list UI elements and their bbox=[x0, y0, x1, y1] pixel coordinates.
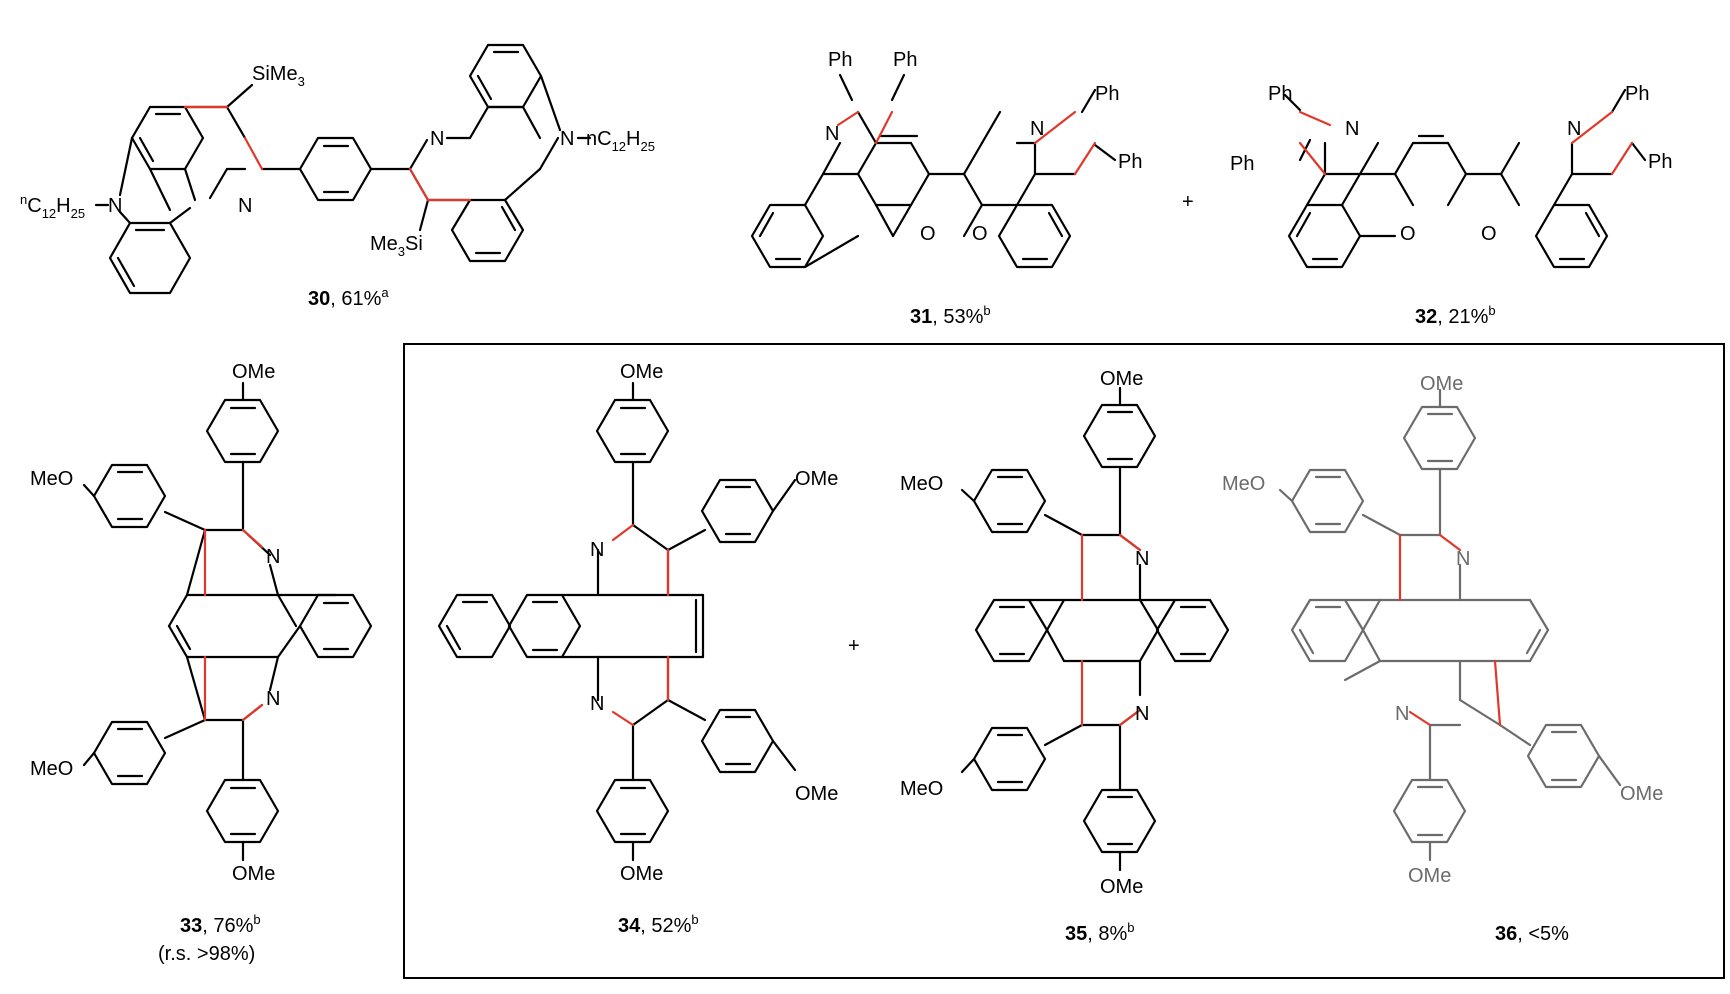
comparison-box bbox=[403, 343, 1725, 979]
atom-n-32a: N bbox=[1345, 118, 1359, 140]
caption-31: 31, 53%b bbox=[910, 303, 991, 328]
new-bonds-36 bbox=[1398, 533, 1502, 727]
atom-n-30b: N bbox=[108, 195, 122, 217]
atom-ph-32d: Ph bbox=[1648, 151, 1672, 173]
atom-ome-36c: OMe bbox=[1408, 865, 1451, 887]
atom-n-34a: N bbox=[590, 539, 604, 561]
atom-nc12h25-30a: nC12H25 bbox=[20, 192, 85, 221]
new-bonds-35 bbox=[1080, 533, 1142, 727]
atom-n-33a: N bbox=[266, 546, 280, 568]
structure-33: OMe MeO N N MeO OMe 33, 76%b (r.s. >98%) bbox=[30, 361, 373, 965]
atom-meo-35b: MeO bbox=[900, 778, 943, 800]
atom-sime3-30a: SiMe3 bbox=[252, 63, 305, 89]
bonds-35 bbox=[960, 386, 1230, 872]
plus-sign-box: + bbox=[848, 635, 860, 657]
new-bonds-31 bbox=[836, 110, 1097, 176]
structure-35: OMe MeO N N MeO OMe 35, 8%b bbox=[900, 368, 1230, 945]
atom-ome-35b: OMe bbox=[1100, 876, 1143, 898]
caption-35: 35, 8%b bbox=[1065, 920, 1135, 945]
atom-n-33b: N bbox=[266, 688, 280, 710]
atom-meo-33a: MeO bbox=[30, 468, 73, 490]
atom-ome-36a: OMe bbox=[1420, 373, 1463, 395]
atom-ome-34c: OMe bbox=[795, 783, 838, 805]
atom-ph-31b: Ph bbox=[893, 49, 917, 71]
structure-34: OMe OMe N N OMe OMe 34, 52%b bbox=[437, 361, 838, 937]
atom-ph-32a: Ph bbox=[1268, 83, 1292, 105]
plus-sign-top: + bbox=[1182, 191, 1194, 213]
structure-30: SiMe3 N N nC12H25 N N nC12H25 Me3Si 30, … bbox=[20, 43, 655, 310]
atom-n-30a: N bbox=[238, 195, 252, 217]
atom-o-32b: O bbox=[1481, 223, 1497, 245]
atom-n-31b: N bbox=[1030, 118, 1044, 140]
caption-30: 30, 61%a bbox=[308, 285, 389, 310]
bonds-32 bbox=[1283, 88, 1647, 269]
atom-ome-34d: OMe bbox=[620, 863, 663, 885]
atom-ph-31a: Ph bbox=[828, 49, 852, 71]
caption-32: 32, 21%b bbox=[1415, 303, 1496, 328]
atom-n-30c: N bbox=[430, 128, 444, 150]
caption-33-rs: (r.s. >98%) bbox=[158, 943, 255, 965]
atom-ph-31c: Ph bbox=[1095, 83, 1119, 105]
atom-n-34b: N bbox=[590, 693, 604, 715]
new-bonds-30 bbox=[183, 105, 472, 202]
caption-33: 33, 76%b bbox=[180, 912, 261, 937]
atom-ph-32c: Ph bbox=[1625, 83, 1649, 105]
atom-n-35a: N bbox=[1135, 548, 1149, 570]
structure-36: OMe MeO N N OMe OMe 36, <5% bbox=[1222, 373, 1663, 945]
atom-ph-31d: Ph bbox=[1118, 151, 1142, 173]
atom-o-32a: O bbox=[1400, 223, 1416, 245]
atom-ome-33a: OMe bbox=[232, 361, 275, 383]
atom-meo-36: MeO bbox=[1222, 473, 1265, 495]
new-bonds-34 bbox=[611, 523, 670, 727]
caption-34: 34, 52%b bbox=[618, 912, 699, 937]
atom-n-35b: N bbox=[1135, 703, 1149, 725]
bonds-30 bbox=[94, 43, 592, 295]
atom-ome-34a: OMe bbox=[620, 361, 663, 383]
atom-ph-32b: Ph bbox=[1230, 153, 1254, 175]
bonds-34 bbox=[437, 381, 797, 862]
bonds-31 bbox=[750, 73, 1117, 269]
structure-32: Ph N Ph O O N Ph Ph 32, 21%b bbox=[1230, 83, 1672, 328]
caption-36: 36, <5% bbox=[1495, 923, 1569, 945]
atom-o-31b: O bbox=[972, 223, 988, 245]
atom-n-31a: N bbox=[825, 123, 839, 145]
atom-meo-35a: MeO bbox=[900, 473, 943, 495]
atom-meo-33b: MeO bbox=[30, 758, 73, 780]
atom-ome-33b: OMe bbox=[232, 863, 275, 885]
atom-n-36a: N bbox=[1456, 548, 1470, 570]
new-bonds-33 bbox=[203, 528, 264, 722]
atom-ome-35a: OMe bbox=[1100, 368, 1143, 390]
atom-n-30d: N bbox=[560, 128, 574, 150]
structure-31: Ph Ph N N Ph Ph O O 31, 53%b bbox=[750, 49, 1142, 328]
atom-me3si-30: Me3Si bbox=[370, 233, 423, 259]
bonds-36 bbox=[1278, 388, 1622, 862]
atom-o-31a: O bbox=[920, 223, 936, 245]
atom-nc12h25-30b: nC12H25 bbox=[586, 128, 655, 154]
atom-ome-36b: OMe bbox=[1620, 783, 1663, 805]
atom-n-32b: N bbox=[1567, 118, 1581, 140]
atom-ome-34b: OMe bbox=[795, 468, 838, 490]
atom-n-36b: N bbox=[1395, 703, 1409, 725]
bonds-33 bbox=[82, 381, 373, 862]
new-bonds-32 bbox=[1298, 110, 1634, 176]
